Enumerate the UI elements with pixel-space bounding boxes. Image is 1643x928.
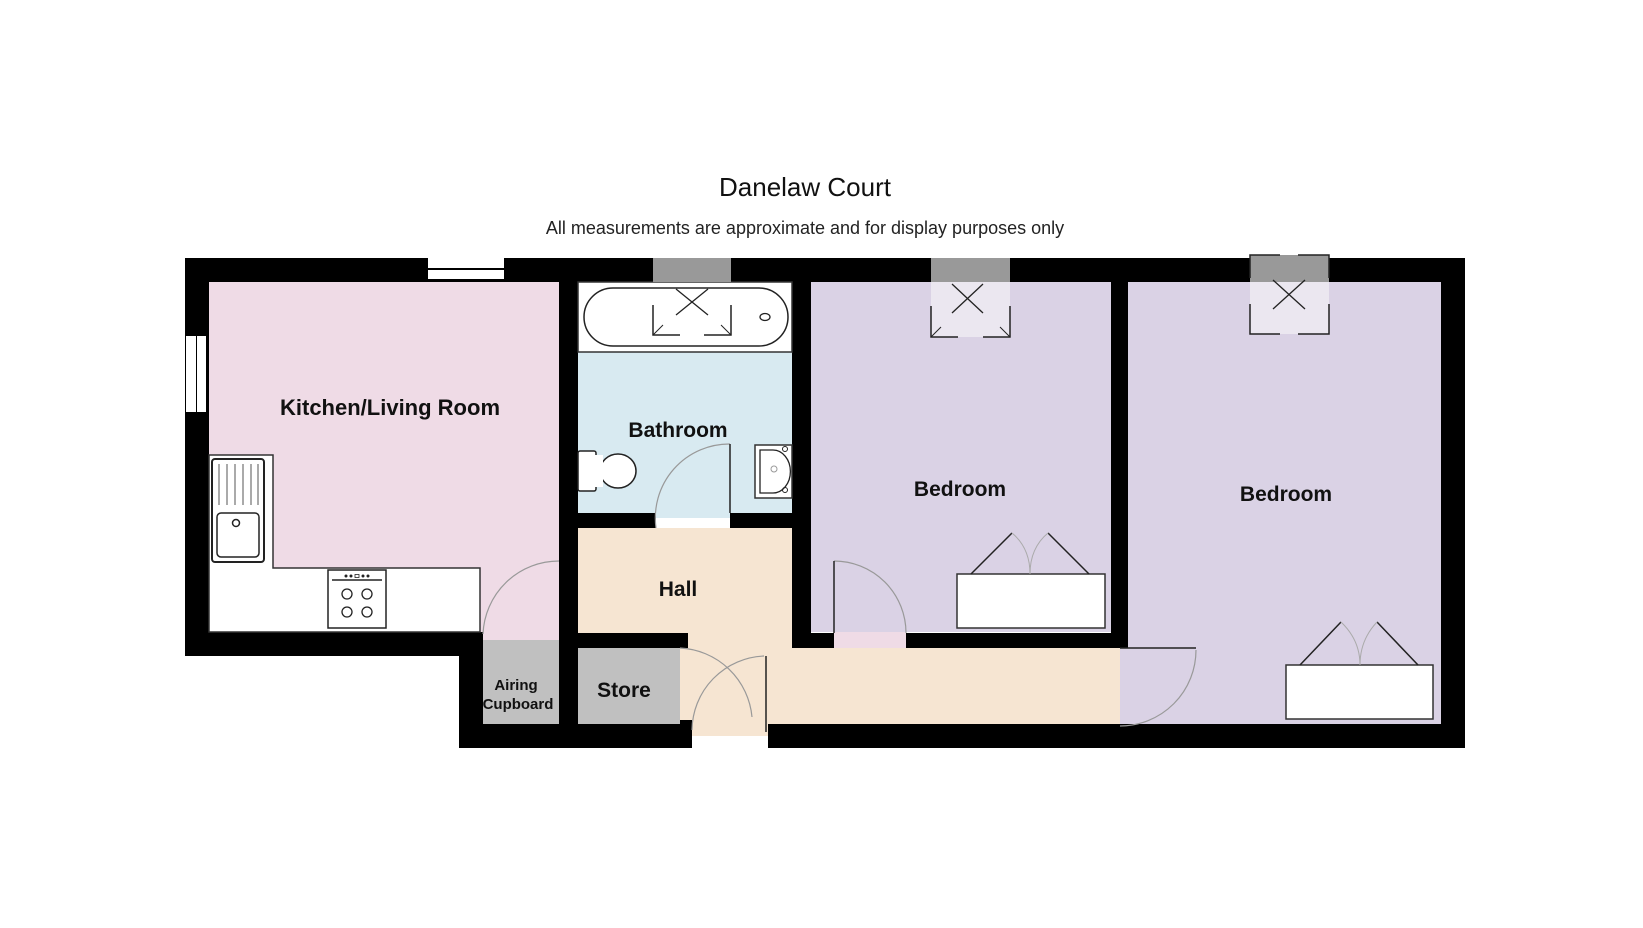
plan-title: Danelaw Court — [719, 172, 891, 202]
room-label-airing-1: Airing — [494, 677, 537, 694]
skylight-icon — [930, 258, 1011, 338]
room-label-store: Store — [597, 679, 651, 702]
walls — [185, 258, 1465, 748]
room-label-airing-2: Cupboard — [483, 696, 554, 713]
internal-walls — [559, 282, 1128, 728]
kitchen-worktop — [208, 454, 481, 633]
room-label-hall: Hall — [659, 578, 698, 601]
room-hall — [578, 528, 1120, 736]
room-label-bedroom-2: Bedroom — [1240, 483, 1332, 506]
bath-icon — [577, 281, 793, 353]
room-label-bedroom-1: Bedroom — [914, 478, 1006, 501]
plan-disclaimer: All measurements are approximate and for… — [545, 218, 1065, 238]
toilet-icon — [577, 450, 637, 492]
door-swing-icon — [482, 443, 1197, 732]
basin-icon — [754, 444, 793, 499]
skylight-icon — [652, 258, 732, 336]
room-airing-cupboard — [483, 640, 559, 724]
wardrobe-icon — [1285, 621, 1434, 720]
skylight-icon — [1249, 254, 1330, 335]
room-store — [578, 648, 680, 724]
room-label-kitchen: Kitchen/Living Room — [280, 395, 500, 420]
room-label-bathroom: Bathroom — [628, 419, 727, 442]
window-icon — [186, 258, 504, 412]
sink-icon — [211, 458, 265, 563]
room-bedroom-2 — [1120, 282, 1441, 724]
door-threshold — [834, 632, 906, 648]
hob-icon — [327, 569, 387, 629]
wardrobe-icon — [956, 532, 1106, 629]
